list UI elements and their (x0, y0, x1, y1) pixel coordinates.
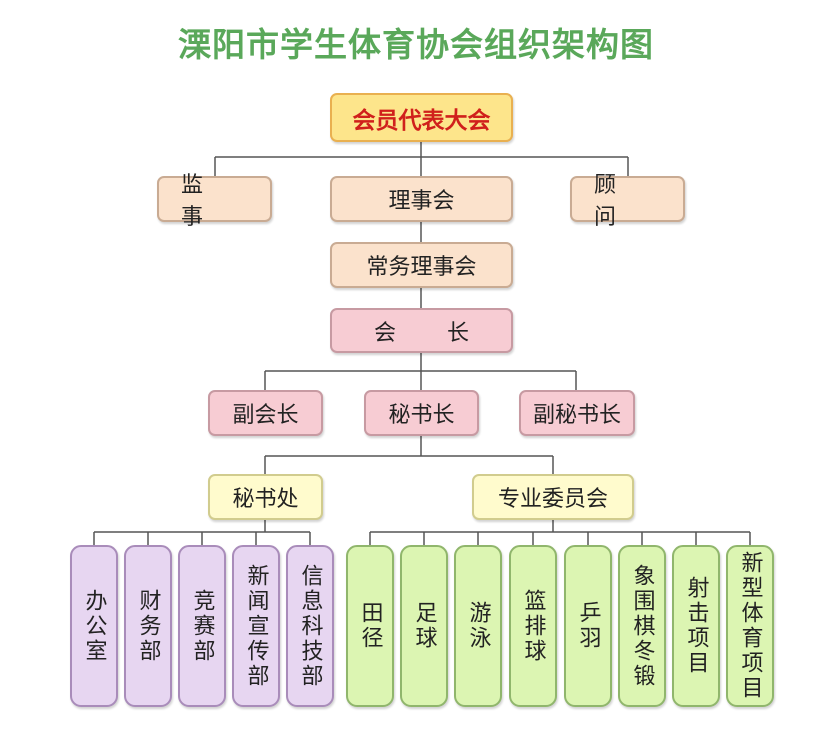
dept-finance: 财务部 (124, 545, 172, 707)
dept-publicity: 新闻宣传部 (232, 545, 280, 707)
dept-competition: 竞赛部 (178, 545, 226, 707)
node-president: 会 长 (330, 308, 513, 353)
project-football: 足球 (400, 545, 448, 707)
project-new-sports: 新型体育项目 (726, 545, 774, 707)
node-committee: 专业委员会 (472, 474, 634, 520)
dept-info-tech: 信息科技部 (286, 545, 334, 707)
project-basketball-volleyball: 篮排球 (509, 545, 557, 707)
node-advisor: 顾 问 (570, 173, 685, 230)
project-table-tennis-badminton: 乒羽 (564, 545, 612, 707)
node-secretariat: 秘书处 (208, 474, 323, 520)
node-assembly: 会员代表大会 (330, 93, 513, 142)
project-chess-winter-exercise: 象围棋冬锻 (618, 545, 666, 707)
node-council: 理事会 (330, 176, 513, 222)
page-title: 溧阳市学生体育协会组织架构图 (178, 25, 654, 64)
node-standing-council: 常务理事会 (330, 242, 513, 288)
project-track-field: 田径 (346, 545, 394, 707)
project-shooting: 射击项目 (672, 545, 720, 707)
node-deputy-secretary-general: 副秘书长 (519, 390, 635, 436)
node-vice-president: 副会长 (208, 390, 323, 436)
node-secretary-general: 秘书长 (364, 390, 479, 436)
project-swimming: 游泳 (454, 545, 502, 707)
node-supervisor: 监 事 (157, 173, 272, 230)
dept-office: 办公室 (70, 545, 118, 707)
